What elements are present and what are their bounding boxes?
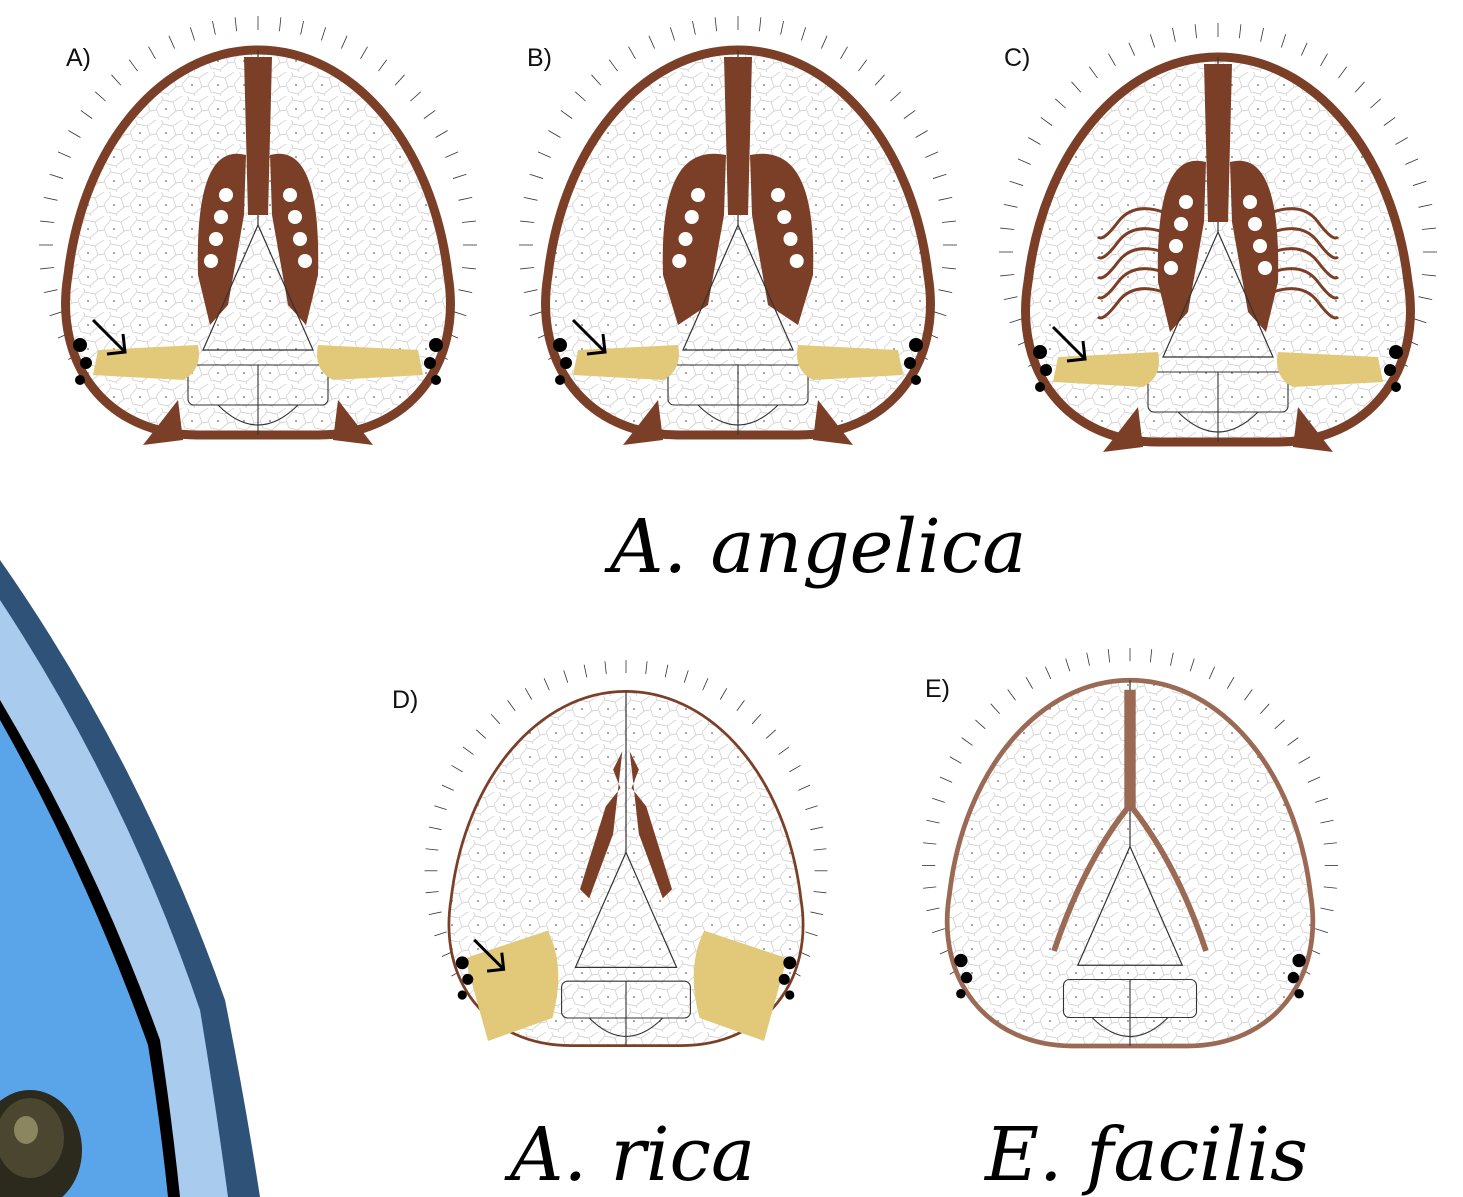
pale-spot [283,188,297,202]
pale-spot [679,232,693,246]
species-label-facilis: E. facilis [983,1112,1308,1197]
pale-spot [685,210,699,224]
pale-spot [288,210,302,224]
panel-label-a: A) [66,44,91,72]
left-yellow-patch [1053,352,1159,387]
pale-spot [1258,261,1272,275]
pale-spot [298,254,312,268]
pale-spot [1253,239,1267,253]
head-capsule-e [922,648,1338,1046]
pale-spot [777,210,791,224]
head-capsule-b [519,16,957,445]
pale-spot [293,232,307,246]
pale-spot [691,188,705,202]
right-yellow-patch [1277,352,1383,387]
pale-spot [790,254,804,268]
pale-spot [784,232,798,246]
background-decoration [0,560,260,1197]
central-stem [724,57,752,215]
pale-spot [1243,195,1257,209]
panel-label-d: D) [392,686,418,714]
pale-spot [771,188,785,202]
pale-spot [1169,239,1183,253]
pale-spot [204,254,218,268]
head-capsule-a [39,16,477,445]
pale-spot [672,254,686,268]
panel-label-e: E) [925,675,950,703]
head-capsule-c [999,23,1437,452]
pale-spot [214,210,228,224]
pale-spot [1164,261,1178,275]
left-yellow-patch [93,345,199,380]
pale-spot [209,232,223,246]
species-label-rica: A. rica [504,1112,755,1197]
pale-spot [219,188,233,202]
left-yellow-patch [573,345,679,380]
pale-spot [1174,217,1188,231]
central-stem [1204,64,1232,222]
head-capsule-d [425,660,828,1045]
pale-spot [1248,217,1262,231]
panel-label-c: C) [1004,44,1030,72]
central-stem [244,57,272,215]
species-label-angelica: A. angelica [604,504,1026,590]
panel-label-b: B) [527,44,552,72]
right-yellow-patch [317,345,423,380]
pale-spot [1179,195,1193,209]
right-yellow-patch [797,345,903,380]
